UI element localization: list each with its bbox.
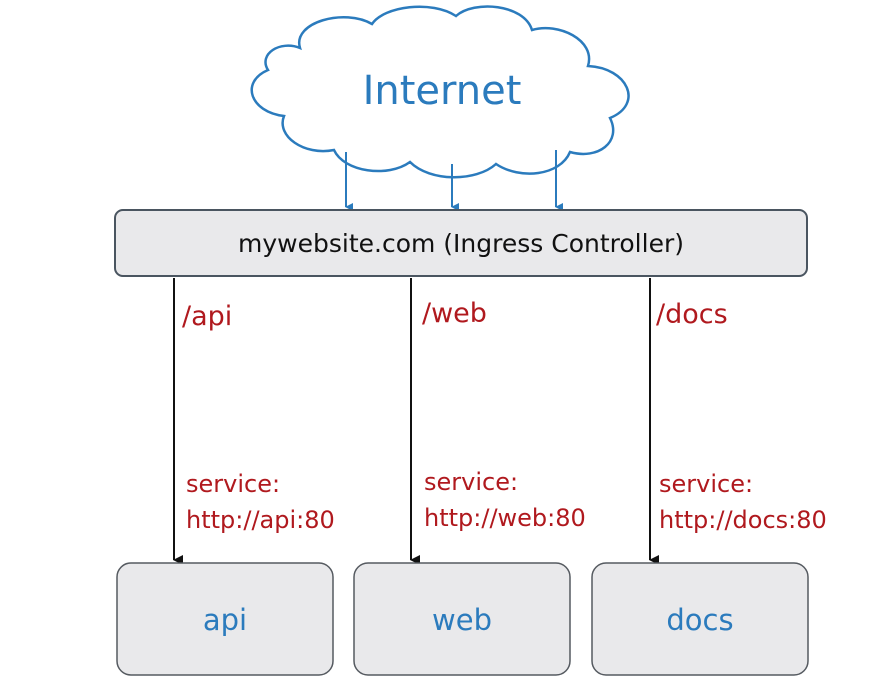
service-box-api-label: api: [203, 603, 247, 637]
route-docs: /docs service: http://docs:80 docs: [591, 278, 827, 676]
service-box-docs-label: docs: [666, 603, 733, 637]
route-service-api-line2: http://api:80: [186, 506, 335, 534]
ingress-controller-box: [114, 209, 808, 277]
route-service-docs-line1: service:: [659, 470, 753, 498]
route-api: /api service: http://api:80 api: [116, 278, 335, 676]
ingress-controller-label: mywebsite.com (Ingress Controller): [238, 229, 684, 258]
service-box-docs: [591, 562, 809, 676]
route-path-web: /web: [422, 298, 487, 329]
ingress-controller: mywebsite.com (Ingress Controller): [114, 209, 808, 277]
service-box-web-label: web: [432, 603, 492, 637]
service-box-web: [353, 562, 571, 676]
internet-cloud: Internet: [250, 5, 630, 179]
route-service-api-line1: service:: [186, 470, 280, 498]
route-service-web-line2: http://web:80: [424, 504, 586, 532]
cloud-icon: [250, 5, 630, 179]
service-box-api: [116, 562, 334, 676]
route-web: /web service: http://web:80 web: [353, 278, 586, 676]
route-service-docs-line2: http://docs:80: [659, 506, 827, 534]
cloud-label: Internet: [363, 68, 522, 114]
route-path-api: /api: [182, 301, 232, 332]
internet-arrows: [345, 150, 563, 211]
route-service-web-line1: service:: [424, 468, 518, 496]
route-path-docs: /docs: [656, 299, 728, 330]
